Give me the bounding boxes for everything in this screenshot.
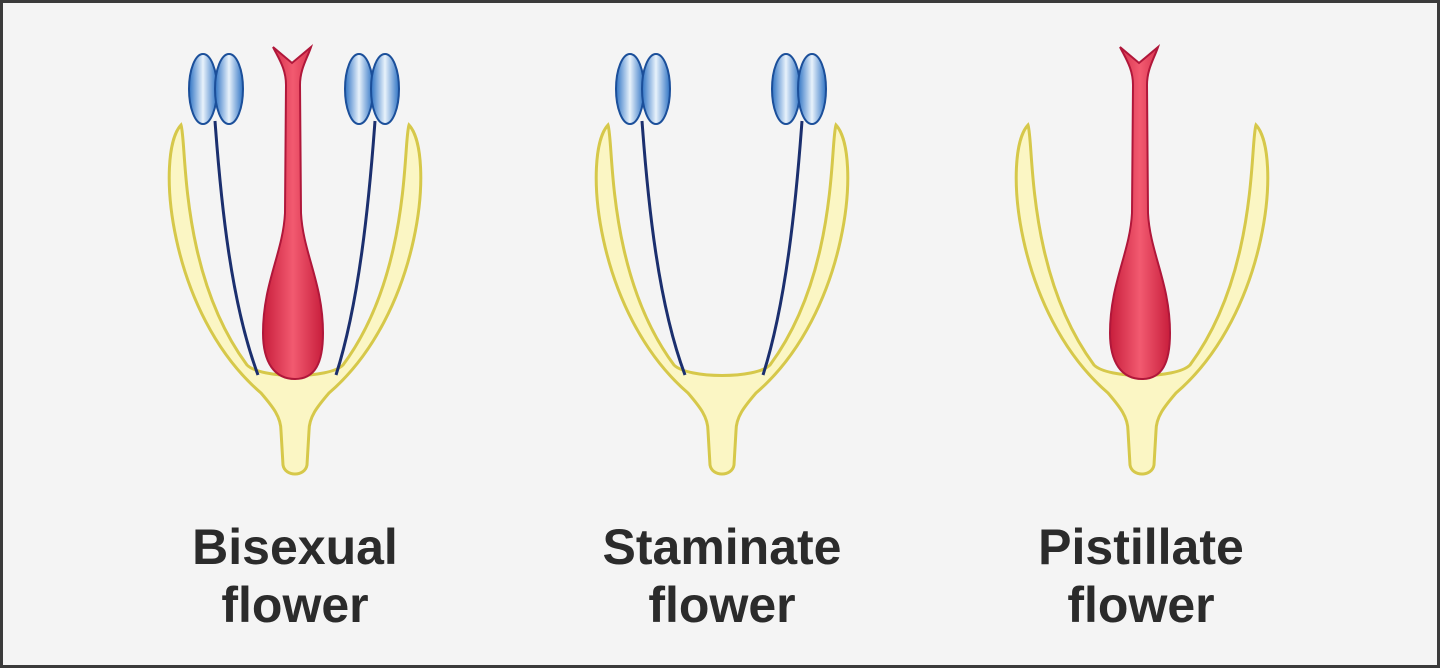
caption-line-2: flower	[648, 577, 796, 633]
caption-pistillate: Pistillate flower	[971, 518, 1311, 634]
flower-diagram	[167, 43, 1270, 476]
pistillate-flower	[1014, 43, 1270, 476]
petal-cup	[594, 122, 850, 476]
bisexual-flower	[167, 43, 423, 476]
caption-line-1: Bisexual	[192, 519, 398, 575]
filament-right	[761, 120, 804, 376]
caption-line-1: Pistillate	[1038, 519, 1244, 575]
anther-right	[771, 53, 827, 125]
filament-right	[334, 120, 377, 376]
anther-left	[615, 53, 671, 125]
petal-cup	[1014, 122, 1270, 476]
staminate-flower	[594, 53, 850, 476]
caption-line-2: flower	[1067, 577, 1215, 633]
caption-bisexual: Bisexual flower	[125, 518, 465, 634]
filament-left	[213, 120, 260, 376]
caption-staminate: Staminate flower	[552, 518, 892, 634]
filament-left	[640, 120, 687, 376]
petal-cup	[167, 122, 423, 476]
pistil	[261, 43, 325, 381]
caption-line-1: Staminate	[602, 519, 842, 575]
pistil	[1108, 43, 1172, 381]
caption-line-2: flower	[221, 577, 369, 633]
anther-left	[188, 53, 244, 125]
anther-right	[344, 53, 400, 125]
